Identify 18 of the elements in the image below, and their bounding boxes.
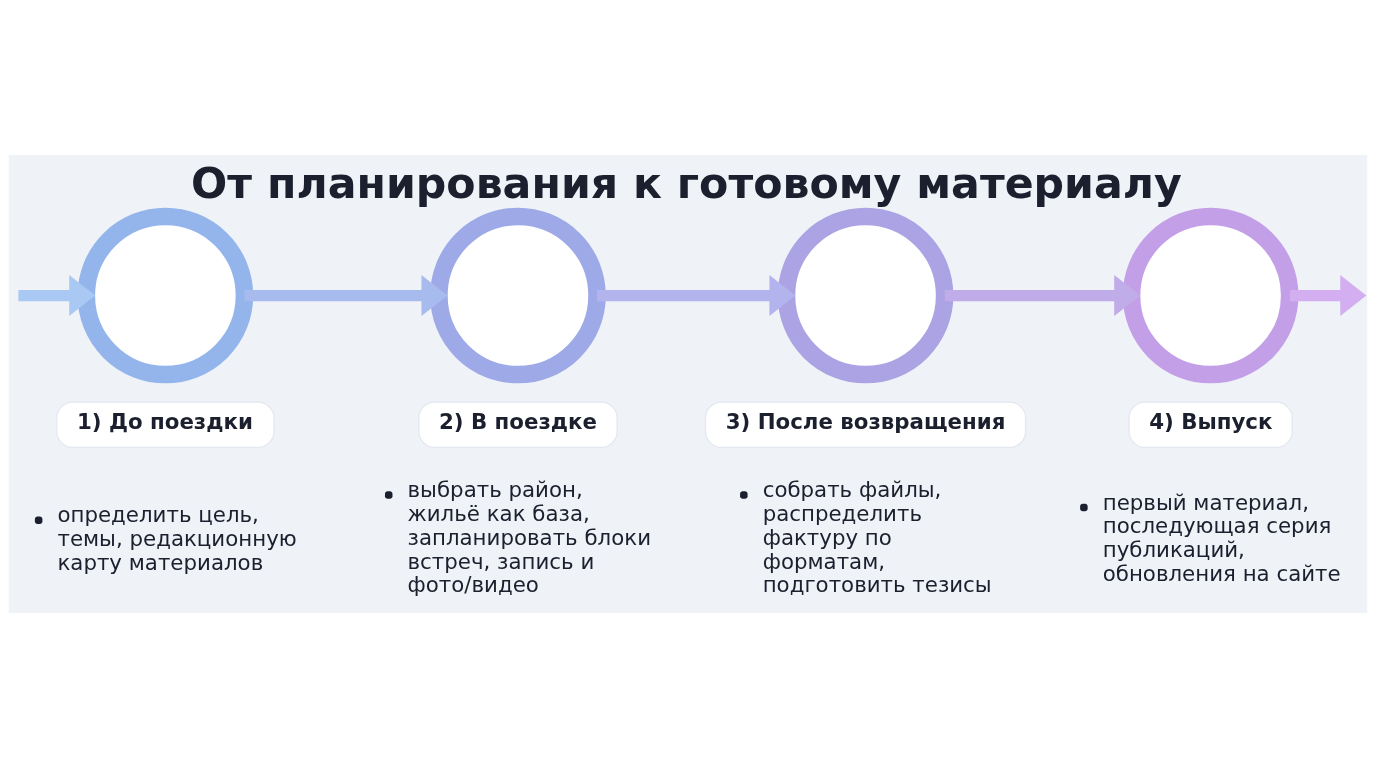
node-box: 3) После возвращения (704, 401, 1027, 448)
node-box: 1) До поездки (56, 401, 275, 448)
node-box: 2) В поездке (418, 401, 618, 448)
arrow (244, 275, 448, 317)
arrow (944, 275, 1141, 317)
node-circle (1122, 207, 1299, 384)
node-label: выбрать район, жильё как база, запланировать блоки встреч, запись и фото/видео (407, 477, 652, 598)
node-label: определить цель, темы, редакционную карту материалов (57, 502, 297, 575)
node-circle (777, 207, 954, 384)
arrow (18, 275, 96, 317)
diagram-title: От планирования к готовому материалу (191, 157, 1182, 208)
arrow (597, 275, 796, 317)
node-circle (430, 207, 606, 384)
node-label: собрать файлы, распределить фактуру по форматам, подготовить тезисы (762, 477, 992, 598)
node-label: первый материал, последующая серия публикаций, обновления на сайте (1102, 489, 1341, 587)
arrow (1289, 275, 1367, 317)
node-box: 4) Выпуск (1128, 401, 1293, 448)
node-circle (77, 207, 254, 384)
